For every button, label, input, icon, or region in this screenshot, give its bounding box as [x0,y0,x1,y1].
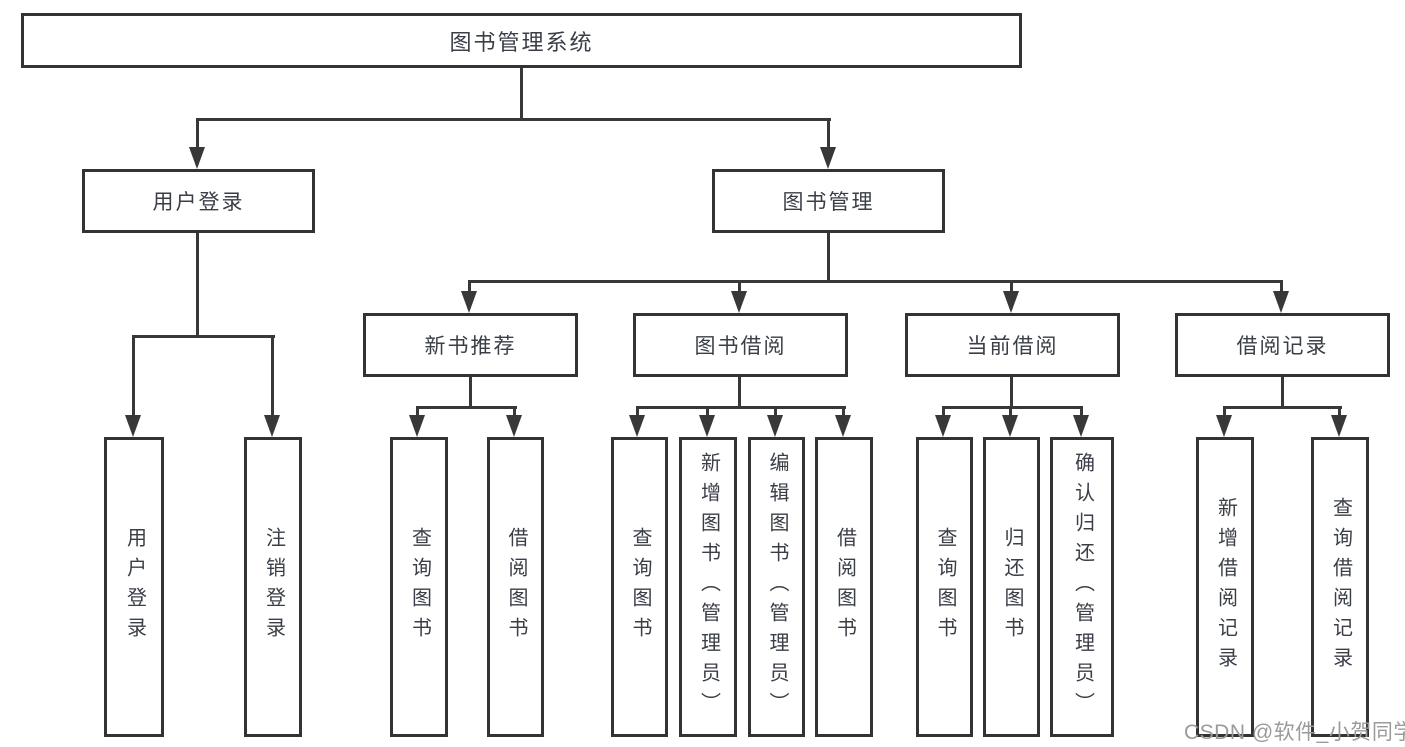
arrow-down-icon [629,406,645,437]
leaf-query-borrow-record: 查询借阅记录 [1311,437,1369,737]
node-book-management: 图书管理 [712,169,945,233]
leaf-label: 查询图书 [629,527,651,647]
leaf-label: 新增借阅记录 [1214,497,1237,677]
arrow-down-icon [1073,406,1089,437]
arrow-down-icon [835,406,851,437]
connector-book-management-split [469,280,1283,283]
leaf-confirm-return-admin: 确认归还（管理员） [1050,437,1114,737]
connector-current-borrow-stem [1010,377,1013,409]
node-borrow-record: 借阅记录 [1175,313,1390,377]
arrow-to-book-borrow-icon [731,280,747,313]
connector-current-borrow-split [943,406,1083,409]
leaf-borrow-books-recommend: 借阅图书 [487,437,544,737]
leaf-label: 查询图书 [934,527,956,647]
leaf-return-books: 归还图书 [983,437,1040,737]
node-user-login: 用户登录 [82,169,315,233]
leaf-label: 注销登录 [262,527,285,647]
connector-book-borrow-split [637,406,846,409]
connector-user-login-split [133,335,275,338]
connector-book-management-stem [827,233,830,283]
arrow-to-leaf-logout-icon [264,335,280,437]
connector-root-split [197,118,831,121]
leaf-user-login: 用户登录 [104,437,164,737]
arrow-to-borrow-record-icon [1273,280,1289,313]
leaf-label: 查询图书 [408,527,431,647]
arrow-down-icon [1216,406,1232,437]
leaf-label: 新增图书（管理员） [697,452,720,722]
leaf-edit-books-admin: 编辑图书（管理员） [748,437,805,737]
connector-borrow-record-split [1224,406,1342,409]
arrow-down-icon [1002,406,1018,437]
leaf-label: 查询借阅记录 [1329,497,1352,677]
connector-new-book-split [417,406,517,409]
leaf-logout: 注销登录 [244,437,302,737]
arrow-down-icon [506,406,522,437]
node-book-borrow: 图书借阅 [633,313,848,377]
connector-root-stem [520,68,523,120]
leaf-query-books-current: 查询图书 [916,437,973,737]
arrow-down-icon [767,406,783,437]
arrow-to-leaf-user-login-icon [125,335,141,437]
arrow-down-icon [1331,406,1347,437]
leaf-label: 借阅图书 [833,527,856,647]
csdn-watermark: CSDN @软件_小贺同学 [1184,721,1405,744]
node-library-system: 图书管理系统 [21,13,1022,68]
arrow-to-book-management-icon [820,118,836,169]
leaf-label: 编辑图书（管理员） [766,452,788,722]
node-current-borrow: 当前借阅 [905,313,1120,377]
leaf-borrow-books: 借阅图书 [815,437,873,737]
connector-borrow-record-stem [1281,377,1284,409]
node-label: 借阅记录 [1236,335,1329,358]
arrow-to-user-login-icon [189,118,205,169]
arrow-to-new-book-icon [461,280,477,313]
leaf-query-books-borrow: 查询图书 [611,437,668,737]
arrow-down-icon [935,406,951,437]
node-label: 图书管理 [782,191,875,214]
connector-book-borrow-stem [738,377,741,409]
arrow-to-current-borrow-icon [1003,280,1019,313]
connector-new-book-stem [469,377,472,409]
node-label: 当前借阅 [966,335,1059,358]
leaf-query-books-recommend: 查询图书 [390,437,448,737]
leaf-label: 用户登录 [123,527,146,647]
node-label: 图书管理系统 [449,29,594,55]
leaf-label: 确认归还（管理员） [1071,452,1094,722]
node-label: 图书借阅 [694,335,787,358]
leaf-label: 归还图书 [1001,527,1023,647]
leaf-add-borrow-record: 新增借阅记录 [1196,437,1254,737]
arrow-down-icon [699,406,715,437]
node-label: 新书推荐 [424,335,517,358]
node-label: 用户登录 [152,191,245,214]
node-new-book-recommend: 新书推荐 [363,313,578,377]
arrow-down-icon [409,406,425,437]
connector-user-login-stem [196,233,199,338]
leaf-add-books-admin: 新增图书（管理员） [679,437,737,737]
leaf-label: 借阅图书 [505,527,527,647]
